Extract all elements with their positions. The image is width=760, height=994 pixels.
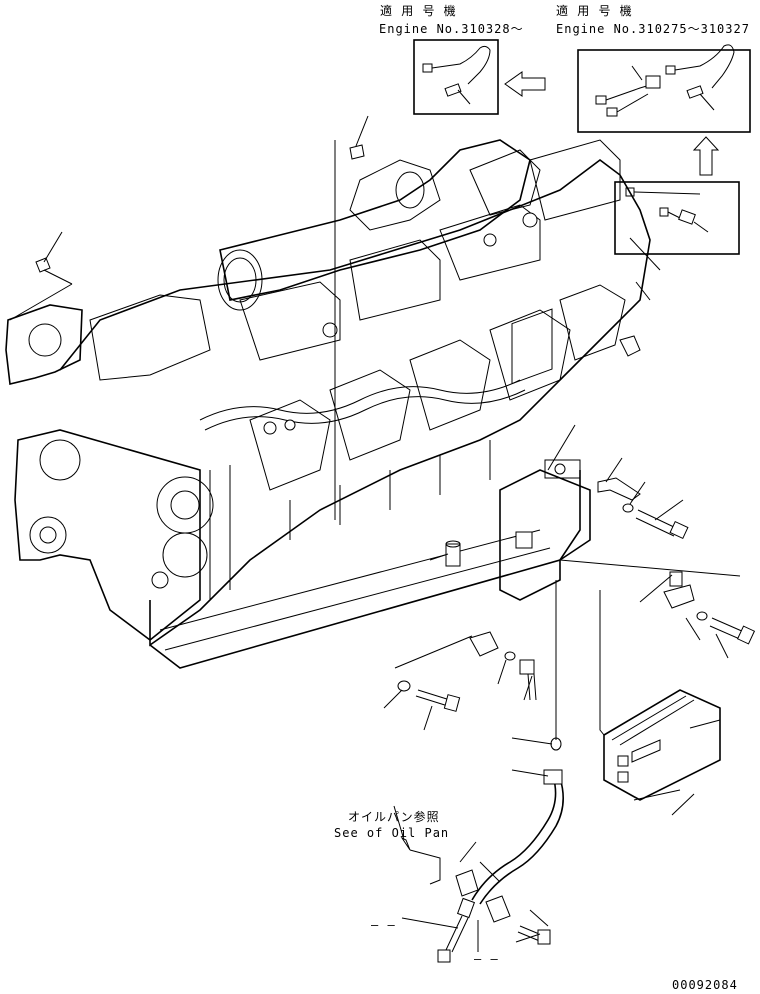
arrow-up [692, 136, 720, 176]
oil-pan-ref-ja: オイルパン参照 [348, 810, 440, 824]
sensor-inset-old [577, 44, 751, 133]
ecu-unit [603, 689, 721, 801]
arrow-left [504, 71, 546, 97]
applicability-heading-right: 適 用 号 機 [556, 4, 633, 18]
controller-bracket [499, 308, 591, 601]
hardware [393, 477, 756, 963]
leader-lines [9, 115, 741, 952]
engine-range-right: Engine No.310275～310327 [556, 22, 750, 36]
dash-label-2: – – [474, 952, 499, 966]
oil-pan-ref-en: See of Oil Pan [334, 826, 450, 840]
sensor-inset-right [614, 181, 740, 255]
engine-block [5, 139, 651, 669]
applicability-heading-left: 適 用 号 機 [380, 4, 457, 18]
sensor-inset-new [413, 39, 499, 115]
dash-label-1: – – [371, 918, 396, 932]
engine-range-left: Engine No.310328～ [379, 22, 524, 36]
drawing-number: 00092084 [672, 978, 738, 992]
